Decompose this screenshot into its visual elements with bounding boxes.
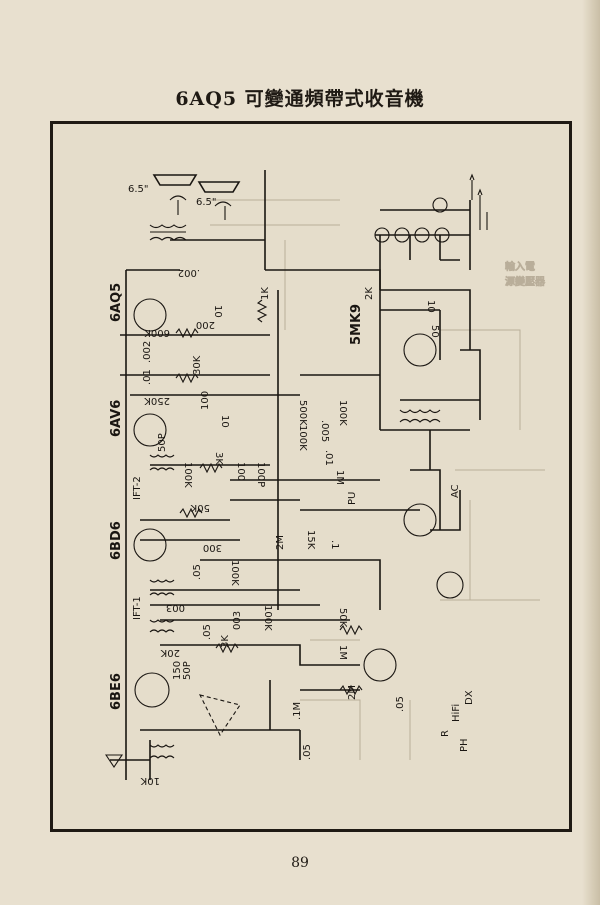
component-value-label: 100P	[255, 462, 266, 487]
component-value-label: 250K	[144, 395, 170, 406]
component-value-label: 2M	[347, 685, 358, 700]
component-value-label: 300	[203, 542, 222, 553]
dx-label: DX	[464, 690, 475, 705]
schematic-frame	[50, 121, 572, 832]
tube-label-6bd6: 6BD6	[109, 521, 124, 560]
tube-label-5mk9: 5MK9	[349, 304, 364, 345]
component-value-label: 1M	[337, 645, 348, 660]
component-value-label: 20K	[160, 647, 180, 658]
component-value-label: 50K	[190, 502, 210, 513]
ac-label: AC	[450, 484, 461, 498]
component-value-label: 500K	[297, 400, 308, 426]
ift1-label: IFT-1	[132, 596, 143, 620]
component-value-label: 003	[166, 602, 185, 613]
component-value-label: 10	[219, 415, 230, 428]
component-value-label: .005	[319, 420, 330, 442]
component-value-label: .01	[142, 369, 153, 385]
tube-label-6be6: 6BE6	[109, 673, 124, 710]
component-value-label: 30K	[192, 355, 203, 375]
component-value-label: 003	[232, 611, 243, 630]
component-value-label: 100K	[229, 560, 240, 586]
component-value-label: 1K	[260, 287, 271, 300]
component-value-label: 3K	[220, 635, 231, 648]
speaker-label-right: 6.5"	[196, 197, 217, 208]
ghost-text-a: 輸入電	[505, 260, 535, 273]
component-value-label: 100K	[182, 462, 193, 488]
component-value-label: .05	[302, 744, 313, 760]
component-value-label: .05	[202, 624, 213, 640]
hifi-label: HiFi	[451, 704, 462, 722]
tube-label-6aq5: 6AQ5	[109, 283, 124, 322]
component-value-label: 2M	[275, 535, 286, 550]
page-title: 6AQ5 可變通頻帶式收音機	[175, 88, 425, 110]
component-value-label: 50	[429, 325, 440, 338]
component-value-label: 15K	[305, 530, 316, 550]
ghost-text-b: 源變壓器	[505, 275, 545, 288]
pu-label: PU	[347, 492, 358, 505]
component-value-label: .05	[192, 564, 203, 580]
component-value-label: .01	[323, 450, 334, 466]
page-spine	[582, 0, 600, 905]
component-value-label: 150	[172, 661, 183, 680]
component-value-label: 600K	[144, 327, 170, 338]
component-value-label: .002	[142, 341, 153, 363]
component-value-label: 100K	[297, 425, 308, 451]
component-value-label: 3K	[213, 452, 224, 465]
resistor-symbols	[175, 299, 363, 696]
speaker-symbols: 6.5" 6.5"	[128, 174, 241, 220]
component-value-label: 100K	[337, 400, 348, 426]
phono-label: PH	[459, 738, 470, 752]
bleed-through: 輸入電 源變壓器	[210, 199, 546, 760]
page-number: 89	[291, 855, 309, 871]
coil-symbols	[149, 409, 441, 759]
component-value-label: .002	[178, 267, 200, 278]
component-value-label: .1M	[292, 702, 303, 720]
tube-label-6av6: 6AV6	[109, 400, 124, 437]
component-value-label: 100	[235, 462, 246, 481]
radio-label: R	[440, 730, 451, 737]
component-value-label: 100	[200, 391, 211, 410]
ift2-label: IFT-2	[132, 476, 143, 500]
speaker-label-left: 6.5"	[128, 184, 149, 195]
component-value-label: 10	[425, 300, 436, 313]
component-value-label: .1	[329, 540, 340, 550]
component-value-label: 200	[196, 319, 215, 330]
component-value-label: 10	[212, 305, 223, 318]
component-value-label: 2K	[364, 287, 375, 300]
ground-symbols	[104, 173, 488, 768]
tube-symbols	[133, 298, 464, 708]
component-value-labels: 10 200 600K .002 1K .002 .01 30K 250K 10…	[140, 267, 440, 786]
circuit-wiring	[110, 170, 481, 780]
component-value-label: 100K	[262, 605, 273, 631]
component-value-label: 10K	[140, 775, 160, 786]
component-value-label: 50P	[157, 433, 168, 452]
output-transformer-icon	[149, 224, 187, 241]
component-value-label: .05	[395, 696, 406, 712]
component-value-label: 50K	[337, 608, 348, 628]
component-value-label: 50P	[182, 661, 193, 680]
pilot-lamp-icons	[374, 197, 450, 243]
component-value-label: 1M	[334, 470, 345, 485]
